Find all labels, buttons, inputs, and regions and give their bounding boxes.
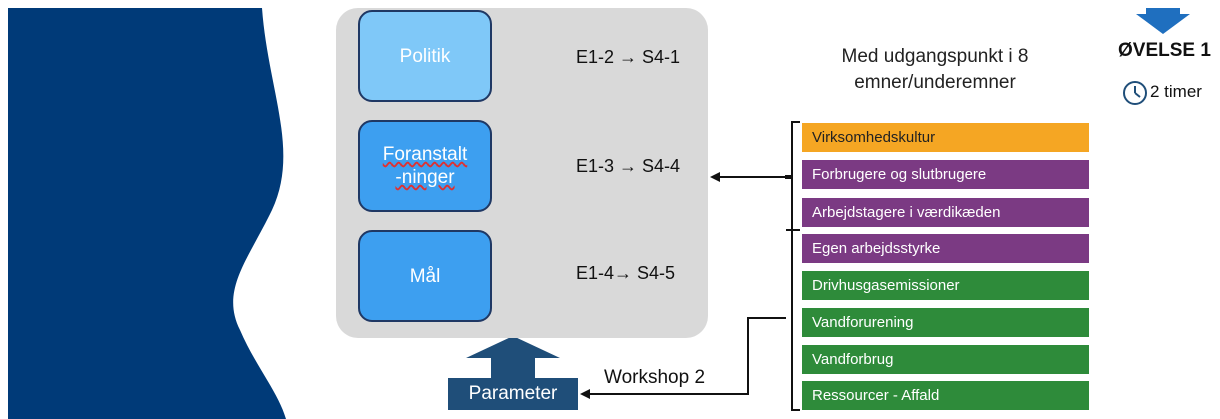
box-foranstaltninger: Foranstalt -ninger: [358, 120, 492, 212]
code-foranstalt: E1-3 → S4-4: [576, 156, 681, 176]
workshop-arrowhead: [580, 389, 590, 399]
topics-bracket: [785, 121, 800, 411]
topic-virksomhedskultur: Virksomhedskultur: [802, 123, 1089, 152]
navy-wave-shape: [8, 8, 286, 419]
workshop-connector: [590, 317, 786, 395]
topic-ressourcer: Ressourcer - Affald: [802, 381, 1089, 410]
topic-forbrugere: Forbrugere og slutbrugere: [802, 160, 1089, 189]
box-foranstalt-label-2: -ninger: [395, 167, 455, 188]
box-politik: Politik: [358, 10, 492, 102]
topic-vandforurening: Vandforurening: [802, 308, 1089, 337]
parameter-box: Parameter: [448, 378, 578, 410]
box-politik-label: Politik: [399, 45, 451, 67]
topic-drivhusgas: Drivhusgasemissioner: [802, 271, 1089, 300]
box-maal-label: Mål: [409, 265, 441, 287]
code-politik: E1-2 → S4-1: [576, 47, 681, 67]
topics-note: Med udgangspunkt i 8 emner/underemner: [841, 46, 1029, 93]
exercise-down-arrow: [1136, 8, 1190, 34]
exercise-title: ØVELSE 1: [1118, 40, 1211, 61]
box-foranstalt-label-1: Foranstalt: [382, 144, 468, 165]
workshop-label: Workshop 2: [604, 367, 706, 388]
topic-vandforbrug: Vandforbrug: [802, 345, 1089, 374]
topic-arbejdstagere: Arbejdstagere i værdikæden: [802, 198, 1089, 227]
topic-egen-arbejdsstyrke: Egen arbejdsstyrke: [802, 234, 1089, 263]
clock-icon: [1123, 81, 1147, 105]
parameter-up-arrow: [466, 336, 560, 378]
code-maal: E1-4→ S4-5: [576, 263, 676, 283]
box-maal: Mål: [358, 230, 492, 322]
bracket-arrowhead: [710, 172, 720, 182]
exercise-duration: 2 timer: [1150, 82, 1202, 101]
